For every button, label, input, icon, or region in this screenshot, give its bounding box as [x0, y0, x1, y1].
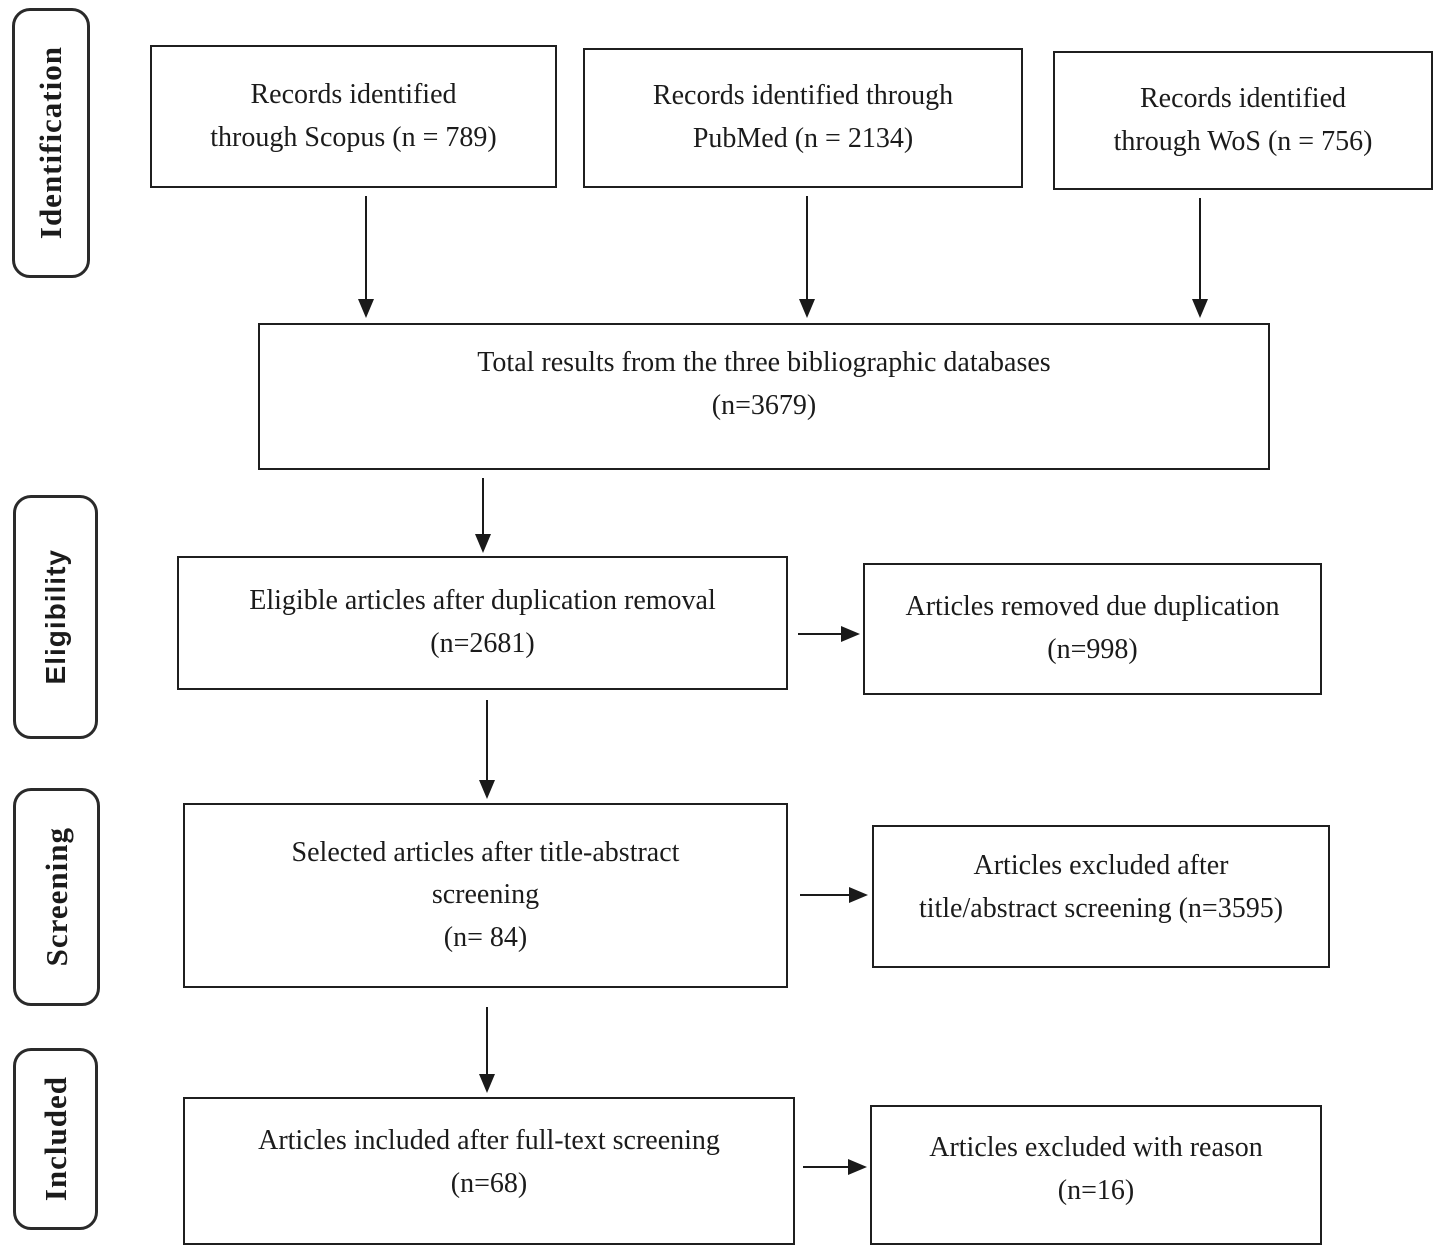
box-records-pubmed-line2: PubMed (n = 2134) — [692, 123, 914, 154]
box-records-wos-line2: through WoS (n = 756) — [1113, 125, 1373, 157]
arrow-eligible-to-screening — [479, 700, 495, 799]
box-duplicates-removed: Articles removed due duplication (n=998) — [863, 563, 1322, 695]
stage-label-identification: Identification — [12, 8, 90, 278]
box-title-abstract-excluded: Articles excluded after title/abstract s… — [872, 825, 1330, 968]
box-total-results-line2: (n=3679) — [711, 389, 817, 421]
arrow-included-to-excluded-reason — [803, 1159, 867, 1175]
box-fulltext-included-line1: Articles included after full-text screen… — [258, 1125, 720, 1157]
stage-label-eligibility-text: Eligibility — [39, 549, 71, 685]
box-title-abstract-selected-line1: Selected articles after title-abstract — [291, 836, 680, 868]
arrow-wos-to-total — [1192, 198, 1208, 318]
stage-label-included: Included — [13, 1048, 98, 1230]
box-eligible-line1: Eligible articles after duplication remo… — [249, 585, 716, 617]
box-duplicates-removed-line2: (n=998) — [1047, 634, 1138, 665]
box-title-abstract-selected-line3: (n= 84) — [443, 921, 528, 953]
box-fulltext-excluded-line1: Articles excluded with reason — [929, 1132, 1263, 1164]
stage-label-identification-text: Identification — [33, 46, 68, 240]
box-fulltext-included-line2: (n=68) — [450, 1168, 528, 1199]
box-fulltext-excluded-line2: (n=16) — [1057, 1175, 1135, 1206]
box-records-scopus-line1: Records identified — [250, 78, 457, 110]
stage-label-included-text: Included — [37, 1076, 73, 1202]
stage-label-eligibility: Eligibility — [13, 495, 98, 739]
box-title-abstract-excluded-line1: Articles excluded after — [973, 849, 1229, 881]
box-records-scopus: Records identified through Scopus (n = 7… — [150, 45, 557, 188]
arrow-total-to-eligible — [475, 478, 491, 553]
arrow-scopus-to-total — [358, 196, 374, 318]
stage-label-screening-text: Screening — [38, 827, 74, 967]
box-total-results-line1: Total results from the three bibliograph… — [477, 346, 1051, 378]
box-title-abstract-selected-line2: screening — [431, 879, 540, 911]
box-total-results: Total results from the three bibliograph… — [258, 323, 1270, 470]
box-fulltext-included: Articles included after full-text screen… — [183, 1097, 795, 1245]
stage-label-screening: Screening — [13, 788, 100, 1006]
box-duplicates-removed-line1: Articles removed due duplication — [905, 591, 1280, 623]
box-records-pubmed: Records identified through PubMed (n = 2… — [583, 48, 1023, 188]
box-records-wos: Records identified through WoS (n = 756) — [1053, 51, 1433, 190]
box-title-abstract-selected: Selected articles after title-abstract s… — [183, 803, 788, 988]
box-records-pubmed-line1: Records identified through — [652, 80, 954, 112]
box-records-scopus-line2: through Scopus (n = 789) — [210, 121, 497, 153]
arrow-pubmed-to-total — [799, 196, 815, 318]
box-records-wos-line1: Records identified — [1139, 82, 1347, 114]
box-eligible-line2: (n=2681) — [430, 628, 535, 659]
arrow-screening-to-included — [479, 1007, 495, 1093]
box-title-abstract-excluded-line2: title/abstract screening (n=3595) — [918, 892, 1284, 924]
box-fulltext-excluded: Articles excluded with reason (n=16) — [870, 1105, 1322, 1245]
box-eligible-after-duplication: Eligible articles after duplication remo… — [177, 556, 788, 690]
arrow-screening-to-excluded — [800, 887, 868, 903]
arrow-eligible-to-duplicates-removed — [798, 626, 860, 642]
